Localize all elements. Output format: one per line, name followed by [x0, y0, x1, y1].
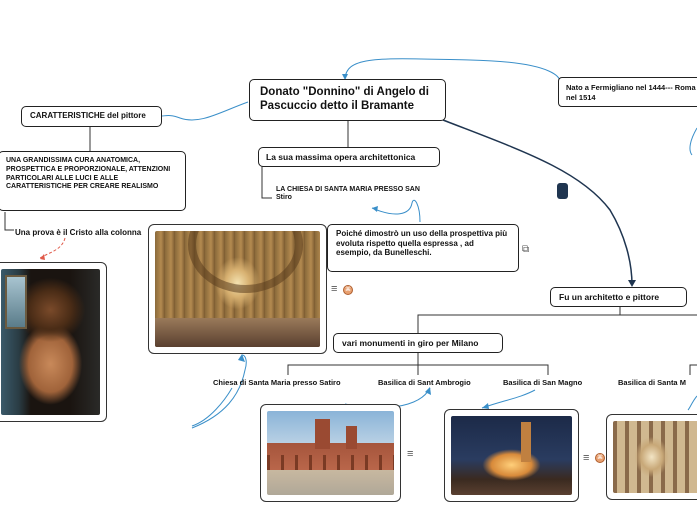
reason-node[interactable]: Poiché dimostrò un uso della prospettiva…: [327, 224, 519, 272]
root-topic[interactable]: Donato "Donnino" di Angelo di Pascuccio …: [249, 79, 446, 121]
san-magno-tower: [521, 422, 531, 462]
bell-tower-left: [315, 419, 331, 449]
monument-santa-maria-satiro[interactable]: Chiesa di Santa Maria presso Satiro: [213, 378, 341, 387]
attachment-badge-icon-2[interactable]: ⌘: [595, 453, 605, 463]
christ-at-column-image[interactable]: [0, 262, 107, 422]
root-title: Donato "Donnino" di Angelo di Pascuccio …: [260, 86, 429, 113]
birth-node[interactable]: Nato a Fermigliano nel 1444--- Roma nel …: [558, 77, 697, 107]
proof-text[interactable]: Una prova è il Cristo alla colonna: [15, 228, 142, 237]
birth-text: Nato a Fermigliano nel 1444--- Roma nel …: [566, 83, 696, 102]
santa-m-photo: [613, 421, 697, 493]
christ-painting: [1, 269, 100, 415]
attachment-badge-icon[interactable]: ⌘: [343, 285, 353, 295]
characteristics-node[interactable]: CARATTERISTICHE del pittore: [21, 106, 162, 127]
notes-icon-3[interactable]: ≡: [583, 452, 590, 464]
notes-icon-2[interactable]: ≡: [407, 448, 414, 460]
vault-arch: [188, 231, 303, 294]
monument-santa-m[interactable]: Basilica di Santa M: [618, 378, 686, 387]
sant-ambrogio-image[interactable]: [260, 404, 401, 502]
santa-m-image[interactable]: [606, 414, 697, 500]
portico-arches: [267, 454, 394, 470]
masterpiece-label: La sua massima opera architettonica: [266, 152, 416, 162]
masterpiece-node[interactable]: La sua massima opera architettonica: [258, 147, 440, 167]
monuments-node[interactable]: vari monumenti in giro per Milano: [333, 333, 503, 353]
characteristics-label: CARATTERISTICHE del pittore: [30, 111, 146, 120]
sant-ambrogio-photo: [267, 411, 394, 495]
monument-san-magno[interactable]: Basilica di San Magno: [503, 378, 583, 387]
nave-floor: [155, 318, 320, 347]
church-interior-photo: [155, 231, 320, 347]
career-label: Fu un architetto e pittore: [559, 292, 660, 302]
career-node[interactable]: Fu un architetto e pittore: [550, 287, 687, 307]
column-window: [5, 275, 27, 329]
church-text[interactable]: LA CHIESA DI SANTA MARIA PRESSO SAN Stir…: [276, 186, 420, 202]
monuments-label: vari monumenti in giro per Milano: [342, 338, 479, 348]
external-link-icon[interactable]: ⧉: [522, 244, 530, 255]
monument-sant-ambrogio[interactable]: Basilica di Sant Ambrogio: [378, 378, 471, 387]
san-magno-photo: [451, 416, 572, 495]
description-text: UNA GRANDISSIMA CURA ANATOMICA, PROSPETT…: [6, 157, 171, 191]
notes-icon[interactable]: ≡: [331, 283, 338, 295]
san-magno-image[interactable]: [444, 409, 579, 502]
characteristics-description[interactable]: UNA GRANDISSIMA CURA ANATOMICA, PROSPETT…: [0, 151, 186, 211]
collapse-handle[interactable]: [557, 183, 568, 199]
santa-maria-interior-image[interactable]: [148, 224, 327, 354]
bell-tower-right: [345, 426, 358, 449]
reason-text: Poiché dimostrò un uso della prospettiva…: [336, 229, 508, 258]
